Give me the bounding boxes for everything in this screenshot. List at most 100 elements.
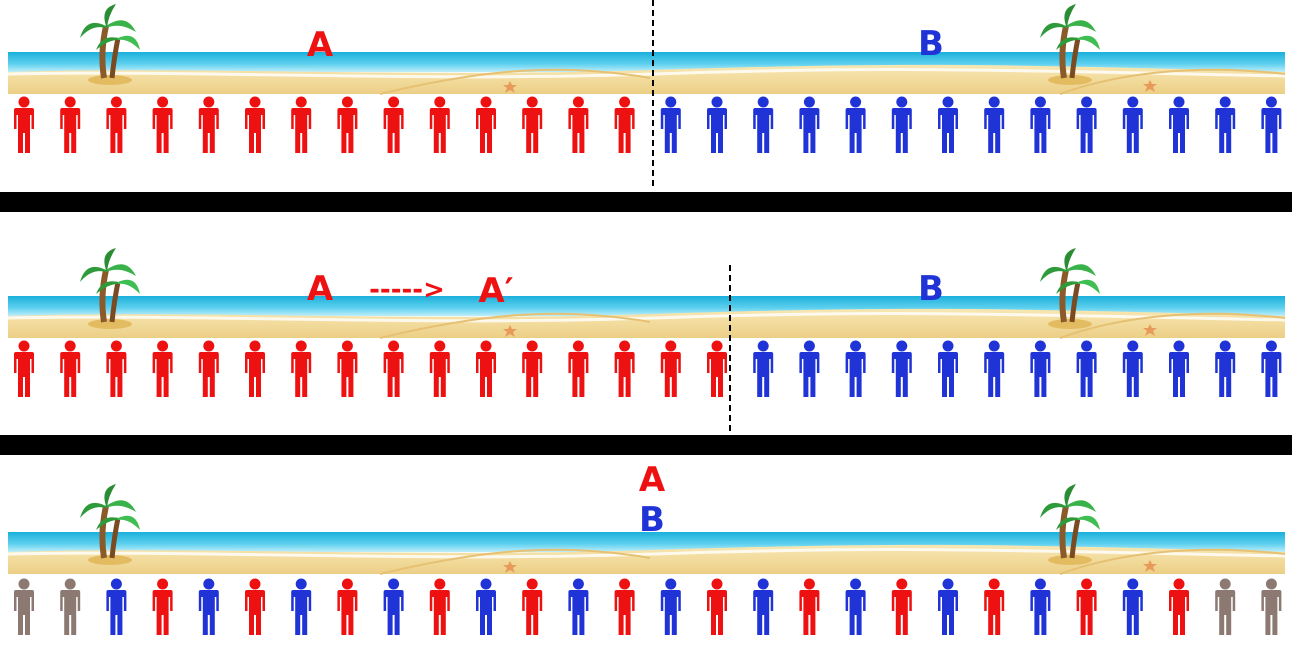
person-icon xyxy=(152,96,173,153)
person-icon xyxy=(938,96,958,153)
person-icon xyxy=(799,340,820,397)
seller-a-label: A xyxy=(307,269,334,309)
person-icon xyxy=(152,578,173,635)
seller-b-label: B xyxy=(918,24,944,64)
people-row xyxy=(14,578,1282,635)
person-icon xyxy=(152,340,173,397)
person-icon xyxy=(198,578,219,635)
person-icon xyxy=(799,96,820,153)
person-icon xyxy=(522,340,543,397)
separator-bar xyxy=(0,435,1292,455)
person-icon xyxy=(291,578,312,635)
person-icon xyxy=(1215,96,1236,153)
person-icon xyxy=(891,96,912,153)
person-icon xyxy=(753,578,774,635)
person-icon xyxy=(891,340,912,397)
starfish-icon xyxy=(1143,324,1157,336)
person-icon xyxy=(383,96,404,153)
person-icon xyxy=(383,340,404,397)
person-icon xyxy=(799,578,820,635)
person-icon xyxy=(660,578,681,635)
seller-a-label: A xyxy=(639,460,666,500)
person-icon xyxy=(198,96,219,153)
person-icon xyxy=(60,578,81,635)
person-icon xyxy=(476,96,496,153)
starfish-icon xyxy=(503,325,517,337)
person-icon xyxy=(198,340,219,397)
person-icon xyxy=(845,96,866,153)
person-icon xyxy=(429,578,450,635)
person-icon xyxy=(1076,340,1097,397)
person-icon xyxy=(984,578,1005,635)
palm-tree-icon xyxy=(1040,4,1100,85)
person-icon xyxy=(984,340,1005,397)
palm-tree-icon xyxy=(1040,248,1100,329)
person-icon xyxy=(245,96,265,153)
person-icon xyxy=(614,340,635,397)
person-icon xyxy=(1076,96,1097,153)
person-icon xyxy=(291,96,312,153)
person-icon xyxy=(245,340,265,397)
person-icon xyxy=(1030,96,1051,153)
person-icon xyxy=(845,578,866,635)
person-icon xyxy=(291,340,312,397)
person-icon xyxy=(614,96,635,153)
person-icon xyxy=(106,96,127,153)
person-icon xyxy=(1122,96,1143,153)
person-icon xyxy=(707,578,727,635)
person-icon xyxy=(337,340,358,397)
person-icon xyxy=(429,96,450,153)
palm-tree-icon xyxy=(1040,484,1100,565)
panel-equilibrium: A B xyxy=(7,460,1286,635)
person-icon xyxy=(1030,578,1051,635)
person-icon xyxy=(984,96,1005,153)
person-icon xyxy=(14,96,34,153)
seller-b-label: B xyxy=(639,500,665,540)
person-icon xyxy=(707,340,727,397)
person-icon xyxy=(614,578,635,635)
person-icon xyxy=(106,578,127,635)
person-icon xyxy=(568,96,589,153)
person-icon xyxy=(1169,578,1189,635)
palm-tree-icon xyxy=(80,248,140,329)
person-icon xyxy=(1122,578,1143,635)
person-icon xyxy=(106,340,127,397)
person-icon xyxy=(1122,340,1143,397)
person-icon xyxy=(1261,340,1282,397)
seller-a-label: A xyxy=(307,25,334,65)
person-icon xyxy=(1076,578,1097,635)
person-icon xyxy=(1030,340,1051,397)
person-icon xyxy=(1169,96,1189,153)
person-icon xyxy=(476,578,496,635)
person-icon xyxy=(14,578,34,635)
person-icon xyxy=(753,96,774,153)
beach-strip xyxy=(7,50,1286,95)
person-icon xyxy=(753,340,774,397)
person-icon xyxy=(1261,578,1282,635)
panel-move: A -----> A′ B xyxy=(7,248,1286,436)
person-icon xyxy=(1169,340,1189,397)
person-icon xyxy=(568,578,589,635)
person-icon xyxy=(1215,340,1236,397)
person-icon xyxy=(1215,578,1236,635)
person-icon xyxy=(245,578,265,635)
seller-a-prime-label: A′ xyxy=(478,271,513,311)
person-icon xyxy=(60,340,81,397)
person-icon xyxy=(476,340,496,397)
starfish-icon xyxy=(503,561,517,573)
person-icon xyxy=(707,96,727,153)
person-icon xyxy=(891,578,912,635)
person-icon xyxy=(660,340,681,397)
person-icon xyxy=(337,578,358,635)
people-row xyxy=(14,96,1282,153)
starfish-icon xyxy=(503,81,517,93)
panel-initial: A B xyxy=(7,0,1286,186)
person-icon xyxy=(429,340,450,397)
person-icon xyxy=(568,340,589,397)
person-icon xyxy=(845,340,866,397)
beach-strip xyxy=(7,294,1286,339)
person-icon xyxy=(337,96,358,153)
seller-b-label: B xyxy=(918,269,944,309)
person-icon xyxy=(60,96,81,153)
